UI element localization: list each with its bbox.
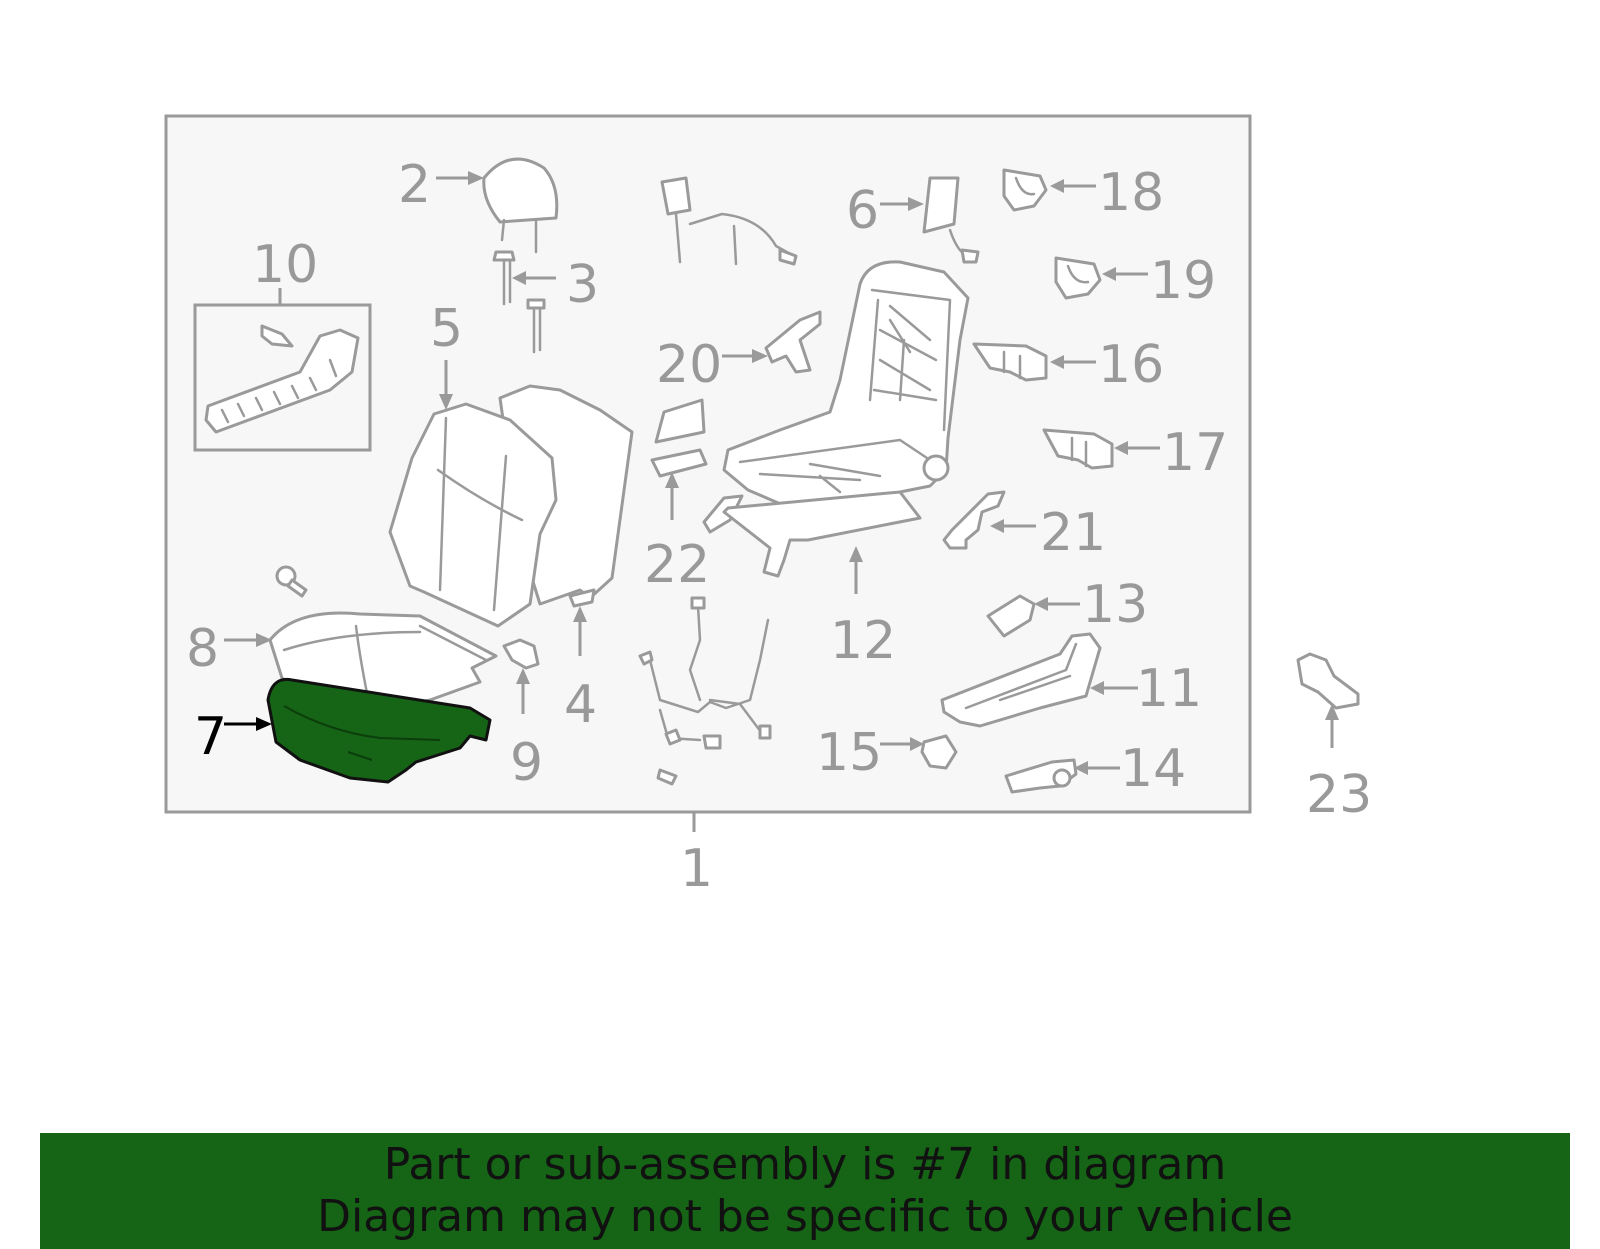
- callout-11: 11: [1136, 659, 1202, 719]
- callout-9: 9: [510, 733, 543, 793]
- callout-1: 1: [680, 839, 713, 899]
- part-14-lever: [1004, 758, 1078, 794]
- wire-harness: [638, 596, 772, 786]
- callout-5: 5: [430, 299, 463, 359]
- part-9-pin: [502, 638, 540, 670]
- part-19-cover: [1054, 256, 1102, 300]
- callout-6: 6: [846, 181, 879, 241]
- part-21-bracket: [942, 490, 1006, 550]
- part-15-knob: [920, 734, 958, 770]
- callout-14: 14: [1120, 739, 1186, 799]
- part-17-bracket: [1042, 428, 1114, 470]
- clip-near-8: [275, 565, 308, 598]
- callout-18: 18: [1098, 163, 1164, 223]
- callout-13: 13: [1082, 575, 1148, 635]
- part-7-cushion-pad: [266, 677, 492, 784]
- part-22-cover: [650, 398, 708, 478]
- callout-7: 7: [194, 707, 227, 767]
- part-3-guides: [492, 250, 546, 354]
- callout-12: 12: [830, 611, 896, 671]
- callout-16: 16: [1098, 335, 1164, 395]
- part-6-switch: [922, 176, 980, 264]
- callout-10: 10: [252, 235, 318, 295]
- part-20-bracket: [764, 310, 822, 374]
- callout-23: 23: [1306, 765, 1372, 825]
- callout-20: 20: [656, 335, 722, 395]
- part-13-cover: [986, 594, 1036, 638]
- part-4-hook: [568, 588, 596, 608]
- part-info-banner: Part or sub-assembly is #7 in diagram Di…: [40, 1133, 1570, 1249]
- seat-belt-buckle: [660, 176, 798, 266]
- callout-4: 4: [564, 675, 597, 735]
- part-2-headrest: [482, 157, 559, 254]
- callout-19: 19: [1150, 251, 1216, 311]
- callout-8: 8: [186, 619, 219, 679]
- part-10-shape: [204, 324, 360, 434]
- callout-21: 21: [1040, 503, 1106, 563]
- callout-15: 15: [816, 723, 882, 783]
- callout-3: 3: [566, 255, 599, 315]
- part-23-bracket: [1296, 652, 1360, 710]
- callout-2: 2: [398, 155, 431, 215]
- callout-17: 17: [1162, 423, 1228, 483]
- part-16-bracket: [972, 342, 1048, 382]
- part-11-shield: [940, 632, 1102, 728]
- callout-22: 22: [644, 535, 710, 595]
- part-18-cover: [1002, 168, 1048, 212]
- part-5-seatback: [388, 384, 634, 628]
- banner-line-disclaimer: Diagram may not be specific to your vehi…: [317, 1191, 1293, 1242]
- part-12-seat-frame: [702, 260, 970, 578]
- banner-line-part: Part or sub-assembly is #7 in diagram: [383, 1139, 1227, 1190]
